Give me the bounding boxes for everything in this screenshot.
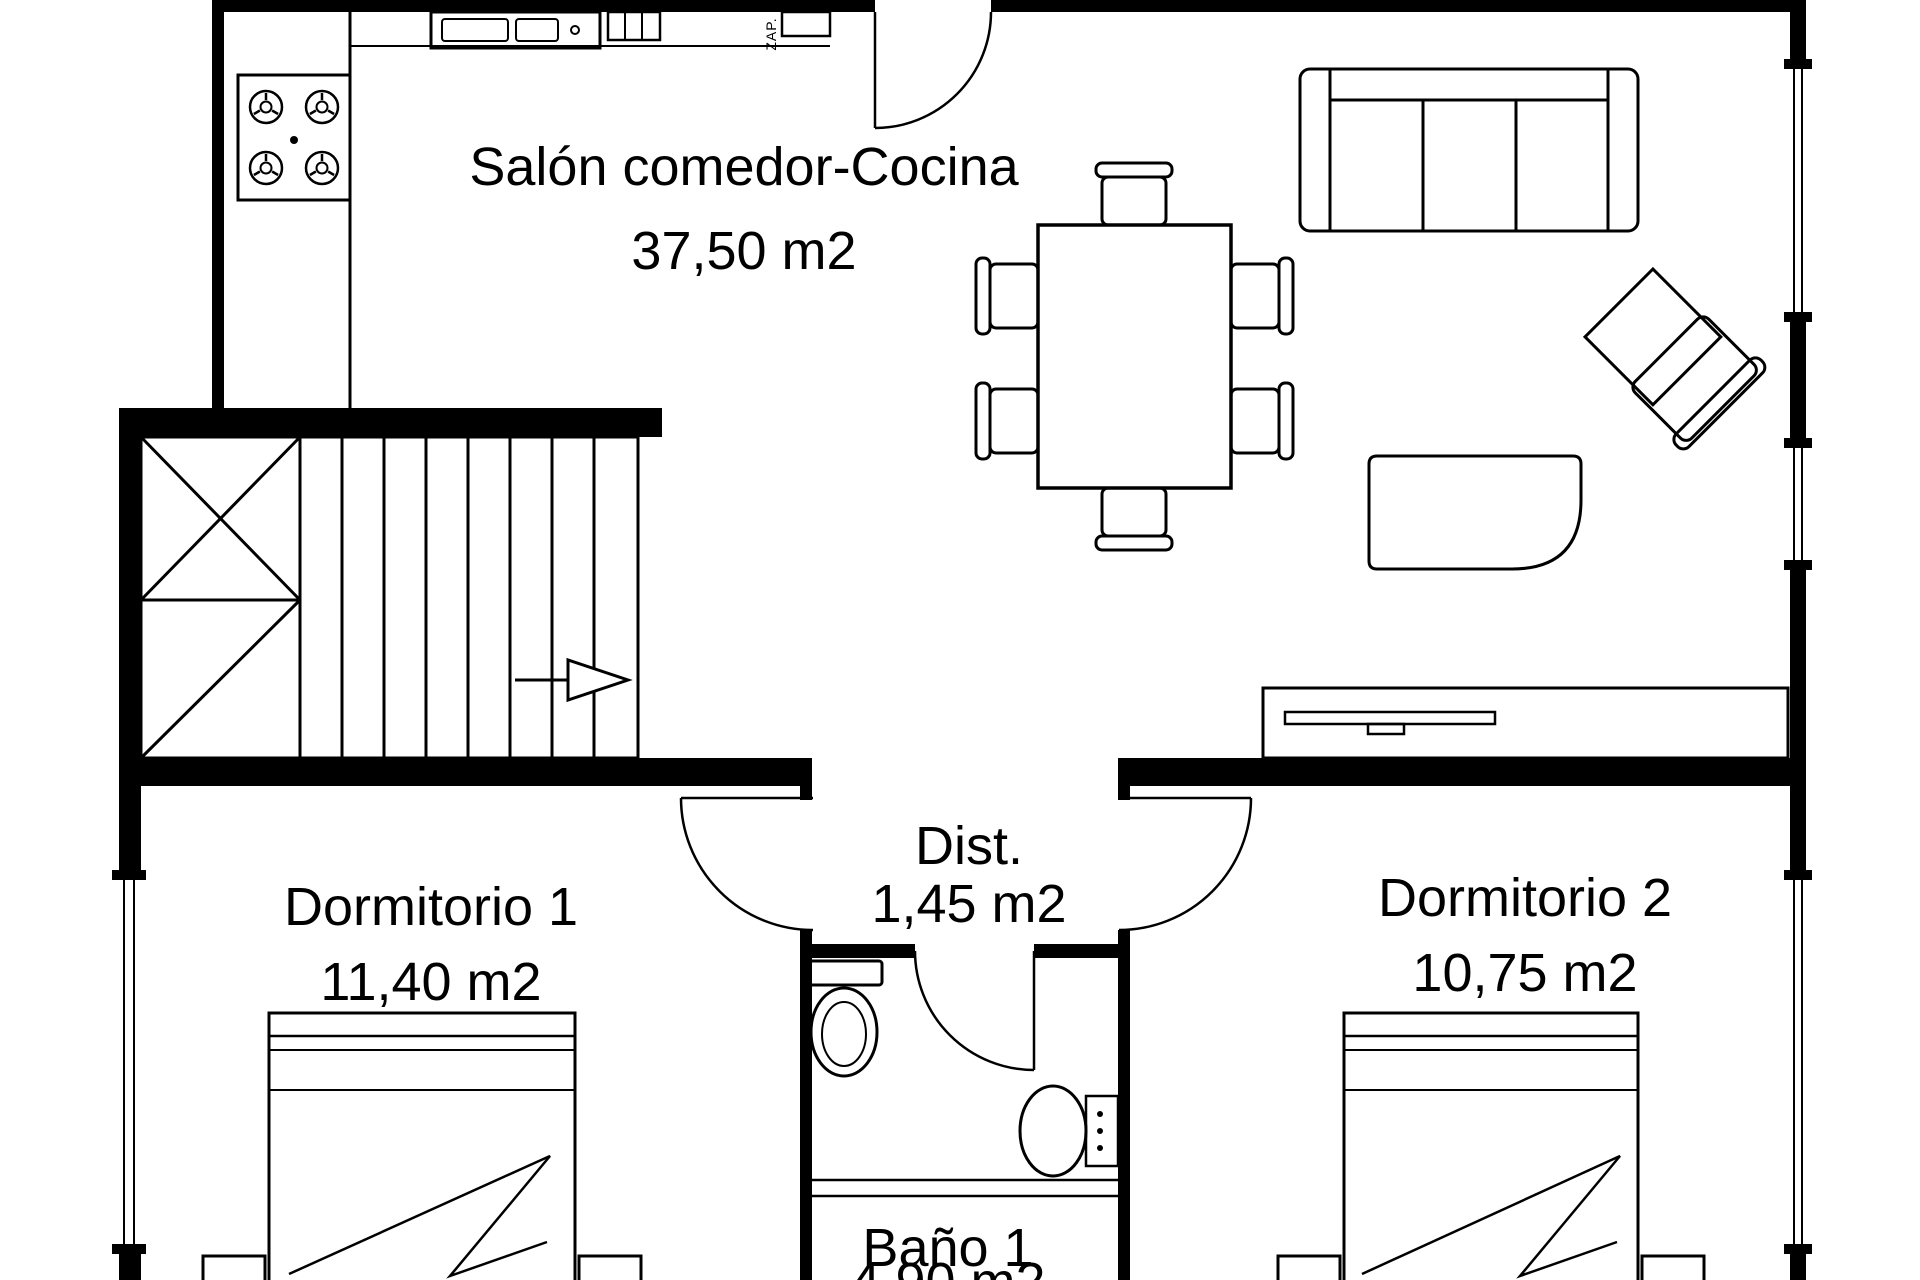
kitchen-appliance — [606, 10, 662, 42]
doors — [679, 11, 1253, 1072]
window-dorm1 — [112, 870, 146, 1254]
bathroom — [804, 959, 1120, 1198]
room-label-bano-name: Baño 1 — [862, 1218, 1033, 1278]
room-label-bano-area: 4,90 m2 — [850, 1252, 1045, 1280]
dorm2-door — [1118, 796, 1253, 932]
room-label-dorm1-area: 11,40 m2 — [320, 952, 541, 1012]
room-label-dorm2-name: Dormitorio 2 — [1378, 868, 1672, 928]
room-label-dist-area: 1,45 m2 — [871, 874, 1066, 934]
bed-dorm2 — [1342, 1011, 1640, 1280]
shoe-cabinet — [780, 10, 832, 38]
room-label-salon-name: Salón comedor-Cocina — [469, 137, 1019, 197]
window-dorm2 — [1784, 870, 1812, 1254]
window-living-1 — [1784, 59, 1812, 322]
dining-chair — [974, 381, 1040, 461]
bathtub-edge — [812, 1178, 1118, 1198]
room-label-dist-name: Dist. — [915, 816, 1023, 876]
dining-chair — [1229, 256, 1295, 336]
kitchen-sink — [429, 10, 602, 50]
dining-chair — [1094, 161, 1174, 227]
toilet — [804, 959, 884, 1078]
annotation-zap-label: ZAP. — [763, 17, 779, 50]
dining-chair — [1229, 381, 1295, 461]
windows — [112, 59, 1812, 1254]
sofa — [1298, 67, 1640, 233]
armchair — [1582, 266, 1767, 451]
room-label-dorm2-area: 10,75 m2 — [1412, 943, 1637, 1003]
dorm1-door — [679, 796, 814, 932]
bathroom-sink — [1018, 1084, 1120, 1178]
kitchen — [236, 10, 832, 408]
stairs — [139, 435, 640, 760]
tv-sideboard — [1261, 686, 1790, 760]
nightstands — [201, 1254, 1706, 1280]
coffee-table — [1367, 454, 1583, 571]
stair-direction-arrow — [515, 657, 633, 703]
bathroom-door — [913, 950, 1036, 1072]
stove — [236, 73, 352, 202]
entry-door — [873, 11, 993, 130]
window-living-2 — [1784, 438, 1812, 570]
room-label-salon-area: 37,50 m2 — [631, 221, 856, 281]
dining-chair — [974, 256, 1040, 336]
dining-table — [1036, 223, 1233, 490]
dining-set — [974, 161, 1295, 552]
bed-dorm1 — [267, 1011, 577, 1280]
dining-chair — [1094, 486, 1174, 552]
room-label-dorm1-name: Dormitorio 1 — [284, 877, 578, 937]
